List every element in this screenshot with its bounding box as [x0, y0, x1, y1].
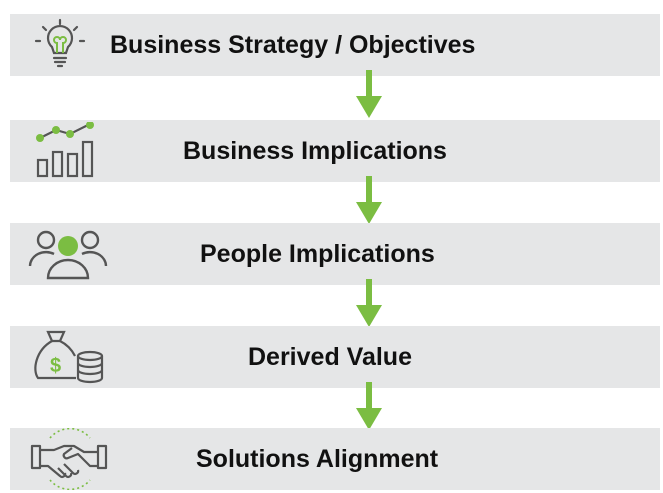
step-label: Business Strategy / Objectives: [110, 31, 476, 59]
growth-chart-icon: [36, 122, 94, 178]
step-solutions-alignment: Solutions Alignment: [10, 428, 660, 490]
lightbulb-icon: [34, 18, 86, 68]
handshake-icon: [30, 428, 108, 490]
down-arrow-icon: [356, 70, 382, 118]
step-business-strategy: Business Strategy / Objectives: [10, 14, 660, 76]
step-business-implications: Business Implications: [10, 120, 660, 182]
down-arrow-icon: [356, 382, 382, 430]
step-label: Derived Value: [248, 343, 412, 371]
svg-text:$: $: [50, 355, 61, 377]
down-arrow-icon: [356, 279, 382, 327]
step-people-implications: People Implications: [10, 223, 660, 285]
step-label: Business Implications: [183, 137, 447, 165]
step-label: People Implications: [200, 240, 435, 268]
people-group-icon: [28, 230, 108, 280]
step-derived-value: $ Derived Value: [10, 326, 660, 388]
down-arrow-icon: [356, 176, 382, 224]
step-label: Solutions Alignment: [196, 445, 439, 473]
money-bag-coins-icon: $: [34, 330, 104, 384]
